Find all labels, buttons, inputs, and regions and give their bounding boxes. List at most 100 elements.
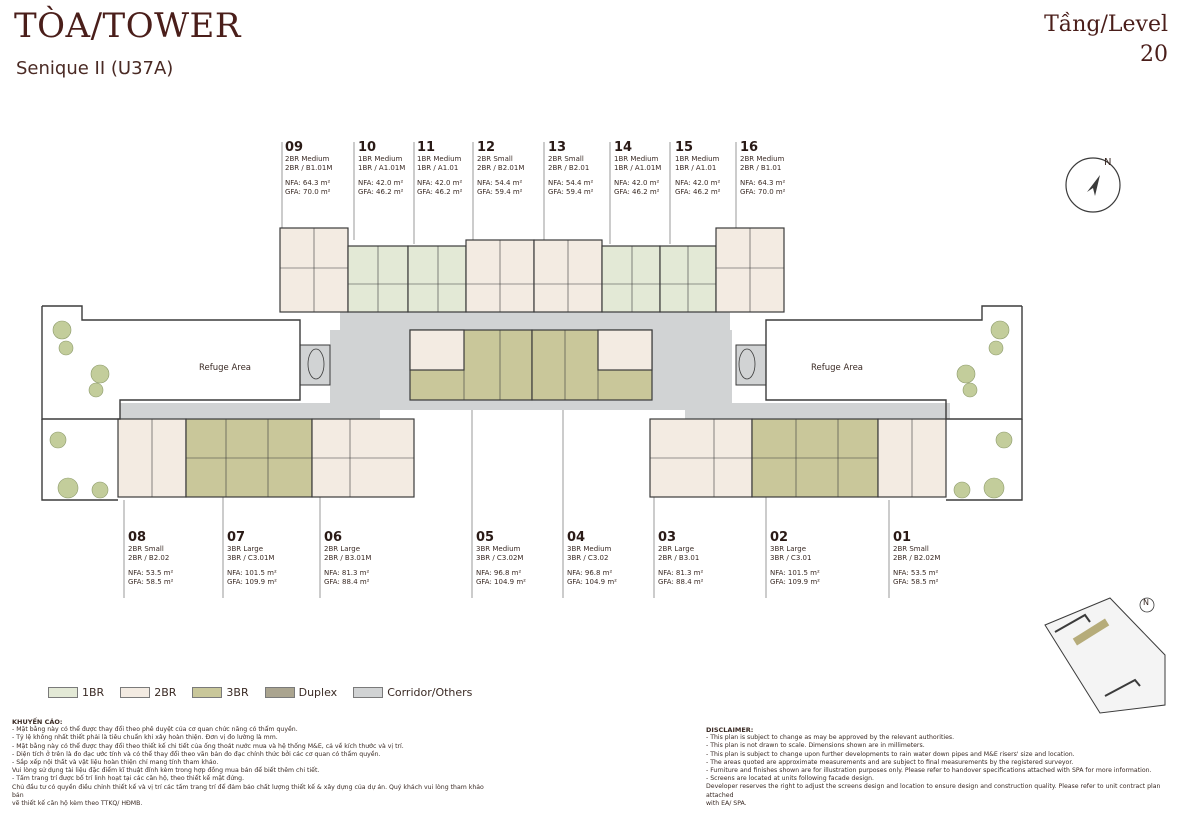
legend-swatch	[353, 687, 384, 698]
legend-label: Corridor/Others	[387, 686, 473, 699]
unit-gfa: GFA: 104.9 m²	[567, 578, 617, 586]
tower-title: TÒA/TOWER	[14, 6, 241, 46]
unit-nfa: NFA: 81.3 m²	[324, 569, 370, 577]
unit-05-info: 05 3BR Medium 3BR / C3.02M NFA: 96.8 m² …	[476, 530, 526, 587]
unit-code: 2BR / B1.01	[740, 164, 782, 172]
legend-swatch	[48, 687, 78, 698]
unit-number: 12	[477, 140, 496, 155]
unit-nfa: NFA: 101.5 m²	[227, 569, 277, 577]
legend: 1BR 2BR 3BR Duplex Corridor/Others	[48, 686, 472, 699]
legend-label: 3BR	[226, 686, 249, 699]
disclaimer-line: with EA/ SPA.	[706, 799, 747, 807]
tower-subtitle: Senique II (U37A)	[16, 58, 174, 79]
unit-gfa: GFA: 59.4 m²	[548, 188, 594, 196]
unit-06-info: 06 2BR Large 2BR / B3.01M NFA: 81.3 m² G…	[324, 530, 371, 587]
compass-north-label: N	[1104, 157, 1112, 168]
unit-gfa: GFA: 109.9 m²	[227, 578, 277, 586]
legend-label: 2BR	[154, 686, 177, 699]
unit-type: 1BR Medium	[417, 155, 462, 163]
unit-nfa: NFA: 54.4 m²	[477, 179, 523, 187]
unit-gfa: GFA: 46.2 m²	[358, 188, 404, 196]
disclaimer-line: - Diện tích ở trên là đo đạc ước tính và…	[12, 750, 381, 758]
unit-type: 2BR Medium	[740, 155, 785, 163]
disclaimer-line: - Furniture and finishes shown are for i…	[706, 767, 1152, 775]
unit-nfa: NFA: 54.4 m²	[548, 179, 594, 187]
top-units	[279, 227, 785, 313]
unit-09-info: 09 2BR Medium 2BR / B1.01M NFA: 64.3 m² …	[285, 140, 332, 197]
unit-type: 3BR Large	[227, 545, 264, 553]
unit-04-info: 04 3BR Medium 3BR / C3.02 NFA: 96.8 m² G…	[567, 530, 617, 587]
disclaimer-english: DISCLAIMER: - This plan is subject to ch…	[706, 726, 1176, 808]
unit-number: 02	[770, 530, 789, 545]
disclaimer-line: - Sắp xếp nội thất và vật liệu hoàn thiệ…	[12, 759, 219, 767]
unit-number: 14	[614, 140, 633, 155]
unit-code: 2BR / B2.02	[128, 554, 170, 562]
unit-type: 1BR Medium	[675, 155, 720, 163]
unit-code: 3BR / C3.02M	[476, 554, 524, 562]
unit-type: 3BR Large	[770, 545, 807, 553]
unit-nfa: NFA: 64.3 m²	[285, 179, 331, 187]
unit-code: 2BR / B3.01	[658, 554, 700, 562]
unit-gfa: GFA: 109.9 m²	[770, 578, 820, 586]
unit-number: 03	[658, 530, 677, 545]
unit-nfa: NFA: 42.0 m²	[358, 179, 404, 187]
unit-nfa: NFA: 101.5 m²	[770, 569, 820, 577]
unit-nfa: NFA: 42.0 m²	[675, 179, 721, 187]
legend-item-duplex: Duplex	[264, 686, 337, 699]
corridor-area	[120, 312, 950, 419]
key-plan	[1044, 597, 1166, 714]
legend-label: 1BR	[82, 686, 105, 699]
disclaimer-line: - The areas quoted are approximate measu…	[706, 758, 1074, 766]
refuge-area-left: Refuge Area	[199, 363, 252, 373]
unit-type: 2BR Large	[658, 545, 695, 553]
unit-type: 1BR Medium	[358, 155, 403, 163]
unit-type: 2BR Large	[324, 545, 361, 553]
unit-type: 3BR Medium	[567, 545, 612, 553]
unit-code: 2BR / B1.01M	[285, 164, 333, 172]
disclaimer-line: - Screens are located at units following…	[706, 775, 874, 783]
refuge-outlines	[41, 305, 1023, 501]
legend-swatch	[120, 687, 151, 698]
disclaimer-line: - Mặt bằng này có thể được thay đổi theo…	[12, 742, 404, 750]
disclaimer-heading: KHUYẾN CÁO:	[12, 718, 63, 726]
unit-gfa: GFA: 70.0 m²	[740, 188, 786, 196]
legend-item-2br: 2BR	[120, 686, 176, 699]
unit-nfa: NFA: 96.8 m²	[567, 569, 613, 577]
unit-gfa: GFA: 88.4 m²	[324, 578, 370, 586]
unit-code: 1BR / A1.01M	[614, 164, 662, 172]
unit-number: 08	[128, 530, 147, 545]
level-number: 20	[1140, 42, 1168, 67]
center-units	[409, 329, 653, 401]
compass-icon	[1065, 157, 1121, 213]
disclaimer-line: - Mặt bằng này có thể được thay đổi theo…	[12, 726, 298, 734]
unit-code: 2BR / B2.01	[548, 164, 590, 172]
unit-code: 2BR / B2.02M	[893, 554, 941, 562]
center-rooms	[463, 330, 599, 400]
unit-gfa: GFA: 88.4 m²	[658, 578, 704, 586]
unit-code: 2BR / B3.01M	[324, 554, 372, 562]
unit-number: 09	[285, 140, 304, 155]
unit-number: 10	[358, 140, 377, 155]
disclaimer-line: Developer reserves the right to adjust t…	[706, 783, 1161, 799]
unit-11-info: 11 1BR Medium 1BR / A1.01 NFA: 42.0 m² G…	[417, 140, 463, 197]
unit-gfa: GFA: 59.4 m²	[477, 188, 523, 196]
legend-swatch	[264, 687, 295, 698]
unit-number: 04	[567, 530, 586, 545]
unit-type: 2BR Small	[128, 545, 164, 553]
unit-code: 3BR / C3.01M	[227, 554, 275, 562]
disclaimer-line: Chủ đầu tư có quyền điều chỉnh thiết kế …	[12, 783, 484, 799]
unit-nfa: NFA: 96.8 m²	[476, 569, 522, 577]
legend-item-1br: 1BR	[48, 686, 104, 699]
top-units-rooms	[280, 228, 784, 312]
unit-gfa: GFA: 46.2 m²	[614, 188, 660, 196]
unit-08-info: 08 2BR Small 2BR / B2.02 NFA: 53.5 m² GF…	[128, 530, 174, 587]
unit-code: 3BR / C3.02	[567, 554, 609, 562]
legend-item-3br: 3BR	[192, 686, 249, 699]
unit-01-info: 01 2BR Small 2BR / B2.02M NFA: 53.5 m² G…	[893, 530, 940, 587]
unit-type: 2BR Small	[477, 155, 513, 163]
unit-07-info: 07 3BR Large 3BR / C3.01M NFA: 101.5 m² …	[227, 530, 277, 587]
unit-number: 15	[675, 140, 694, 155]
unit-gfa: GFA: 58.5 m²	[893, 578, 939, 586]
landscape-trees	[49, 320, 1013, 499]
keyplan-north-label: N	[1143, 598, 1149, 607]
